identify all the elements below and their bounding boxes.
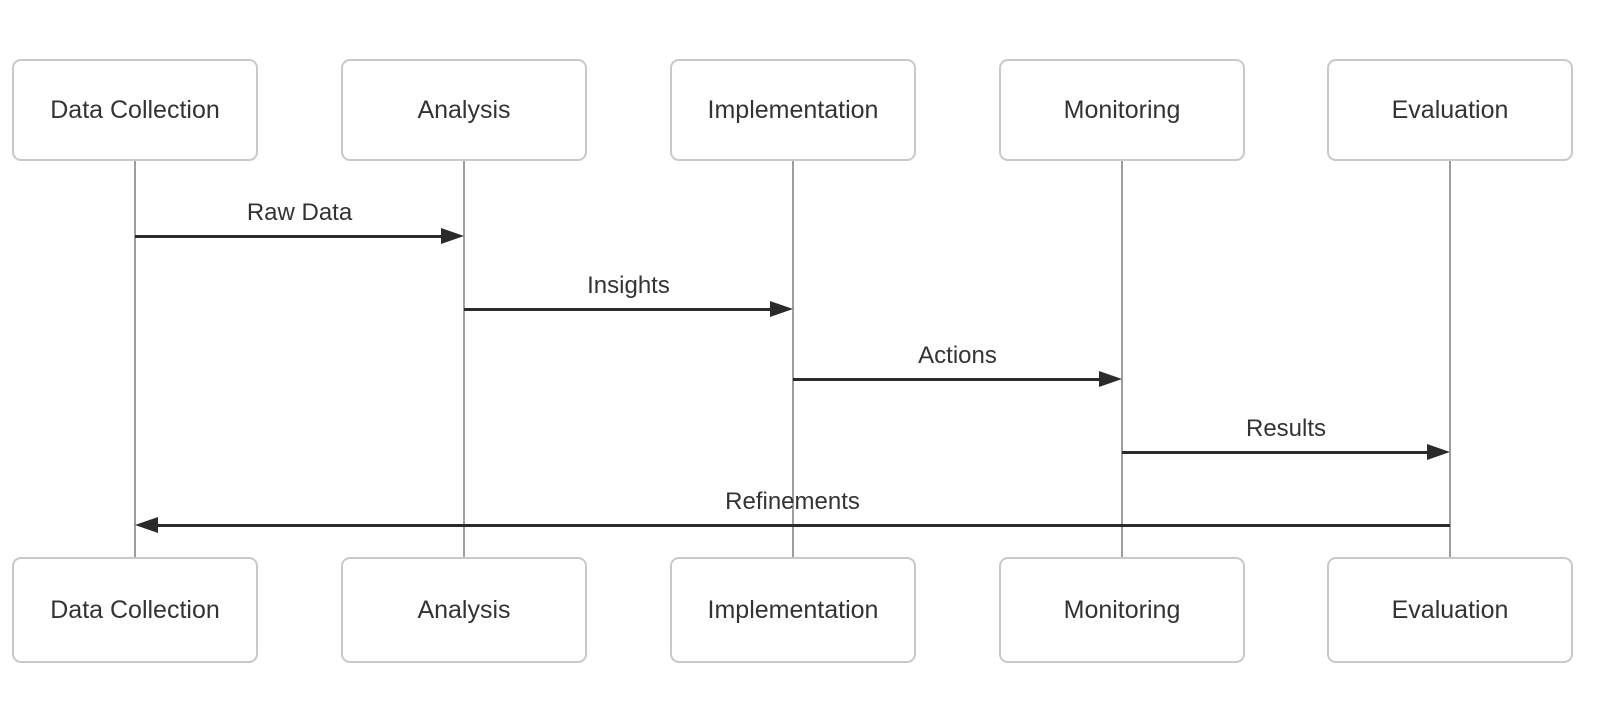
message-label: Results bbox=[1245, 415, 1327, 442]
actor-label: Analysis bbox=[417, 95, 511, 124]
message-line bbox=[147, 524, 1450, 527]
actor-label: Monitoring bbox=[1063, 95, 1181, 124]
arrowhead-right-icon bbox=[1099, 371, 1122, 387]
arrowhead-right-icon bbox=[1427, 444, 1450, 460]
actor-label: Data Collection bbox=[50, 595, 220, 624]
message-label: Refinements bbox=[725, 488, 860, 515]
actor-top-analysis: Analysis bbox=[341, 59, 587, 161]
actor-bottom-implementation: Implementation bbox=[670, 557, 916, 663]
arrowhead-right-icon bbox=[441, 228, 464, 244]
message-label: Actions bbox=[918, 342, 997, 369]
actor-label: Data Collection bbox=[50, 95, 220, 124]
lifeline-data-collection bbox=[134, 161, 136, 557]
arrowhead-left-icon bbox=[135, 517, 158, 533]
actor-bottom-data-collection: Data Collection bbox=[12, 557, 258, 663]
actor-label: Evaluation bbox=[1391, 95, 1509, 124]
actor-label: Evaluation bbox=[1391, 595, 1509, 624]
actor-label: Implementation bbox=[707, 95, 879, 124]
message-label: Insights bbox=[587, 272, 670, 299]
actor-top-implementation: Implementation bbox=[670, 59, 916, 161]
message-line bbox=[464, 308, 781, 311]
message-line bbox=[135, 235, 452, 238]
actor-bottom-analysis: Analysis bbox=[341, 557, 587, 663]
lifeline-evaluation bbox=[1449, 161, 1451, 557]
actor-label: Analysis bbox=[417, 595, 511, 624]
actor-bottom-monitoring: Monitoring bbox=[999, 557, 1245, 663]
actor-top-data-collection: Data Collection bbox=[12, 59, 258, 161]
message-line bbox=[793, 378, 1110, 381]
lifeline-analysis bbox=[463, 161, 465, 557]
actor-label: Implementation bbox=[707, 595, 879, 624]
message-line bbox=[1122, 451, 1438, 454]
lifeline-implementation bbox=[792, 161, 794, 557]
message-label: Raw Data bbox=[246, 199, 353, 226]
actor-top-evaluation: Evaluation bbox=[1327, 59, 1573, 161]
actor-top-monitoring: Monitoring bbox=[999, 59, 1245, 161]
arrowhead-right-icon bbox=[770, 301, 793, 317]
actor-bottom-evaluation: Evaluation bbox=[1327, 557, 1573, 663]
actor-label: Monitoring bbox=[1063, 595, 1181, 624]
lifeline-monitoring bbox=[1121, 161, 1123, 557]
